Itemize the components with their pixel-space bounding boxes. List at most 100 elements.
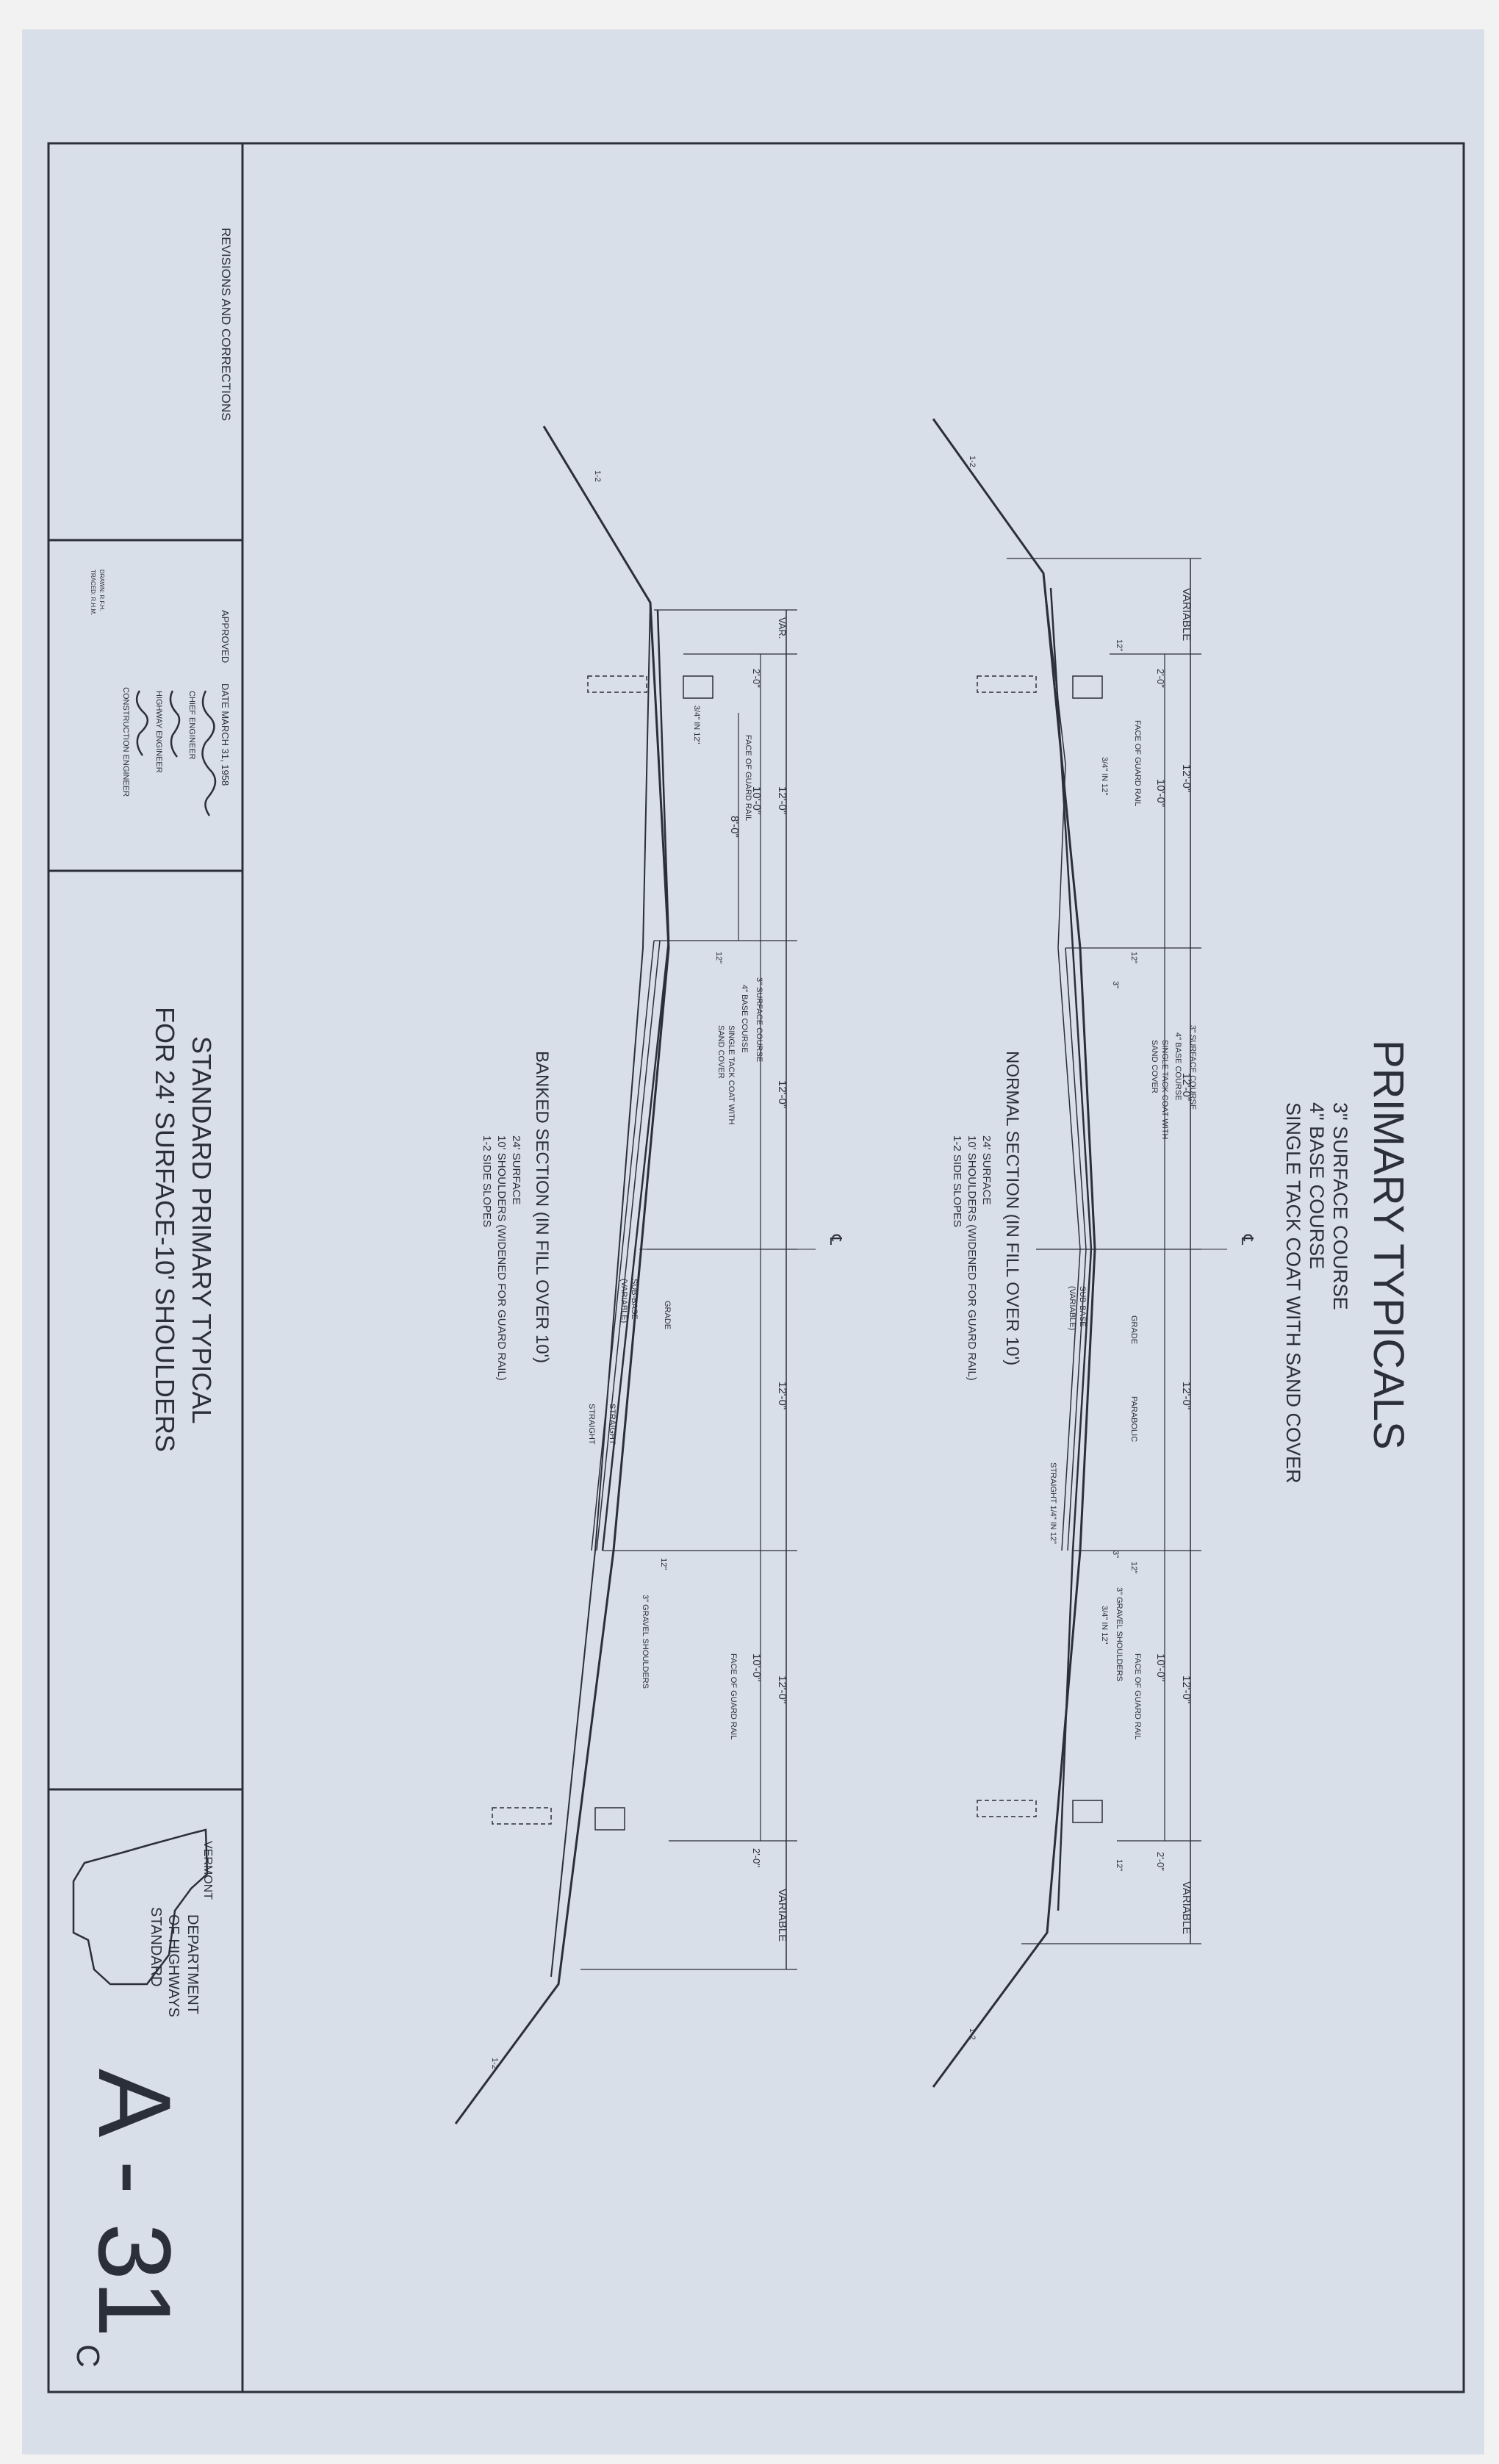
normal-note-2: 10' SHOULDERS (WIDENED FOR GUARD RAIL) xyxy=(966,1135,978,1381)
banked-sand-cover-label: SAND COVER xyxy=(716,1025,725,1079)
banked-section-heading: BANKED SECTION (IN FILL OVER 10') xyxy=(532,1051,552,1363)
normal-3in-left: 3" xyxy=(1111,981,1120,988)
banked-guard-rail-right xyxy=(594,1807,625,1831)
normal-straight-slope-label: STRAIGHT 1/4" IN 12" xyxy=(1049,1462,1057,1544)
normal-parabolic-label: PARABOLIC xyxy=(1129,1396,1138,1442)
normal-tack-coat xyxy=(1065,947,1087,1551)
normal-tack-coat-label: SINGLE TACK COAT WITH xyxy=(1160,1040,1169,1140)
banked-side-slope-left: 1-2 xyxy=(593,470,602,482)
normal-slope-34-right: 3/4" IN 12" xyxy=(1100,1606,1109,1645)
sheet-number-suffix: C xyxy=(70,2344,106,2368)
traced-by: TRACED: R.H.M. xyxy=(90,570,96,615)
revisions-label: REVISIONS AND CORRECTIONS xyxy=(219,228,233,421)
normal-side-slope-right: 1-2 xyxy=(968,2028,977,2040)
normal-base-course xyxy=(1057,947,1081,1551)
banked-dim-12-left: 12'-0" xyxy=(776,786,788,814)
normal-12in-left: 12" xyxy=(1115,639,1124,651)
title-line-2: 4" BASE COURSE xyxy=(1306,1102,1328,1269)
banked-var-label: VAR. xyxy=(777,617,788,639)
normal-dim-10-right: 10'-0" xyxy=(1154,1653,1167,1681)
banked-sub-base-label: SUB-BASE xyxy=(630,1279,639,1320)
banked-surface-course-label: 3" SURFACE COURSE xyxy=(755,977,763,1062)
normal-dim-10-left: 10'-0" xyxy=(1154,779,1167,807)
banked-12in-right: 12" xyxy=(659,1558,668,1570)
banked-guard-rail-left xyxy=(683,675,713,699)
banked-dim-12-center-right: 12'-0" xyxy=(776,1382,788,1409)
drawing-sheet: REVISIONS AND CORRECTIONS APPROVED DATE … xyxy=(22,29,1484,2454)
normal-surface-course-label: 3" SURFACE COURSE xyxy=(1188,1025,1197,1110)
banked-variable-right: VARIABLE xyxy=(776,1889,788,1942)
normal-dim-2-left: 2'-0" xyxy=(1155,669,1166,688)
drawing-canvas: REVISIONS AND CORRECTIONS APPROVED DATE … xyxy=(47,142,1465,2393)
normal-surface-course xyxy=(1049,587,1093,1911)
banked-side-slope xyxy=(454,425,670,2124)
normal-guard-post-left xyxy=(977,675,1037,693)
banked-slope-34: 3/4" IN 12" xyxy=(692,705,701,744)
normal-side-slope-left: 1-2 xyxy=(968,456,977,467)
banked-face-guard-rail-right: FACE OF GUARD RAIL xyxy=(729,1653,738,1739)
normal-guard-post-right xyxy=(977,1800,1037,1817)
normal-face-guard-rail-right: FACE OF GUARD RAIL xyxy=(1133,1653,1142,1739)
banked-straight-lower: STRAIGHT xyxy=(587,1404,596,1445)
approved-label: APPROVED xyxy=(220,610,231,663)
banked-guard-post-left xyxy=(587,675,647,693)
normal-variable-left: VARIABLE xyxy=(1180,588,1193,641)
normal-dim-12-right: 12'-0" xyxy=(1180,1675,1193,1703)
normal-section-heading: NORMAL SECTION (IN FILL OVER 10') xyxy=(1002,1051,1022,1365)
chief-engineer-label: CHIEF ENGINEER xyxy=(187,691,196,760)
normal-12in-right: 12" xyxy=(1115,1859,1124,1871)
date-label: DATE MARCH 31, 1958 xyxy=(220,683,231,786)
title-line-3: SINGLE TACK COAT WITH SAND COVER xyxy=(1282,1102,1304,1484)
banked-variable-paren: (VARIABLE) xyxy=(619,1279,628,1323)
sheet-number: A - 31 xyxy=(77,2069,193,2338)
normal-slope-34-left: 3/4" IN 12" xyxy=(1100,757,1109,796)
banked-gravel-shoulders-label: 3" GRAVEL SHOULDERS xyxy=(641,1595,650,1689)
normal-subgrade-left xyxy=(1043,572,1066,949)
normal-3in-right: 3" xyxy=(1111,1551,1120,1558)
normal-sand-cover-label: SAND COVER xyxy=(1150,1040,1159,1093)
banked-dim-2-right: 2'-0" xyxy=(751,1848,762,1867)
normal-guard-rail-left xyxy=(1072,675,1103,699)
banked-note-1: 24' SURFACE xyxy=(510,1135,522,1205)
banked-dim-2-left: 2'-0" xyxy=(751,669,762,688)
banked-tack-coat xyxy=(596,940,661,1551)
sheet-title-line-1: STANDARD PRIMARY TYPICAL xyxy=(187,1036,217,1423)
state-label: VERMONT xyxy=(201,1841,214,1900)
dept-line-2: OF HIGHWAYS xyxy=(165,1914,181,2017)
banked-note-2: 10' SHOULDERS (WIDENED FOR GUARD RAIL) xyxy=(495,1135,508,1381)
banked-dim-12-right: 12'-0" xyxy=(776,1675,788,1703)
drawn-by: DRAWN: R.F.H. xyxy=(98,570,105,611)
normal-variable-right: VARIABLE xyxy=(1180,1881,1193,1934)
normal-12in-edge-right: 12" xyxy=(1129,1562,1138,1573)
chief-engineer-signature xyxy=(201,690,217,816)
construction-engineer-label: CONSTRUCTION ENGINEER xyxy=(121,687,130,797)
normal-section-diagram: VARIABLE 12'-0" 10'-0" 2'-0" FACE OF GUA… xyxy=(932,418,1257,2088)
banked-dim-10-left: 10'-0" xyxy=(750,786,763,814)
banked-face-guard-rail-left: FACE OF GUARD RAIL xyxy=(744,735,752,821)
banked-section-diagram: VAR. 2'-0" 12'-0" 10'-0" 8'-0" FACE OF G… xyxy=(454,425,845,2124)
banked-dim-12-center-left: 12'-0" xyxy=(776,1080,788,1108)
vermont-outline-icon xyxy=(72,1828,209,1986)
normal-sub-base-label: SUB-BASE xyxy=(1078,1286,1087,1327)
normal-note-1: 24' SURFACE xyxy=(980,1135,993,1205)
banked-base-course xyxy=(591,940,655,1551)
banked-note-3: 1-2 SIDE SLOPES xyxy=(481,1135,493,1227)
banked-base-course-label: 4" BASE COURSE xyxy=(740,985,749,1053)
normal-base-course-label: 4" BASE COURSE xyxy=(1173,1032,1182,1101)
main-title: PRIMARY TYPICALS xyxy=(1365,1040,1412,1450)
normal-gravel-shoulders-label: 3" GRAVEL SHOULDERS xyxy=(1115,1587,1124,1681)
normal-centerline: ℄ xyxy=(1238,1234,1257,1246)
construction-engineer-signature xyxy=(135,690,149,756)
banked-subgrade xyxy=(550,602,651,1978)
normal-dim-12-center-right: 12'-0" xyxy=(1180,1382,1193,1409)
normal-dim-12-center-left: 12'-0" xyxy=(1180,1073,1193,1101)
normal-dim-2-right: 2'-0" xyxy=(1155,1852,1166,1871)
normal-face-guard-rail-left: FACE OF GUARD RAIL xyxy=(1133,720,1142,806)
normal-12in-edge-left: 12" xyxy=(1129,952,1138,963)
banked-12in-left: 12" xyxy=(714,952,723,963)
banked-guard-post-right xyxy=(492,1807,552,1825)
banked-tack-coat-label: SINGLE TACK COAT WITH xyxy=(727,1025,736,1125)
banked-surface-course xyxy=(601,609,670,1551)
normal-dim-12-left: 12'-0" xyxy=(1180,764,1193,792)
banked-dim-8-left: 8'-0" xyxy=(728,816,741,838)
